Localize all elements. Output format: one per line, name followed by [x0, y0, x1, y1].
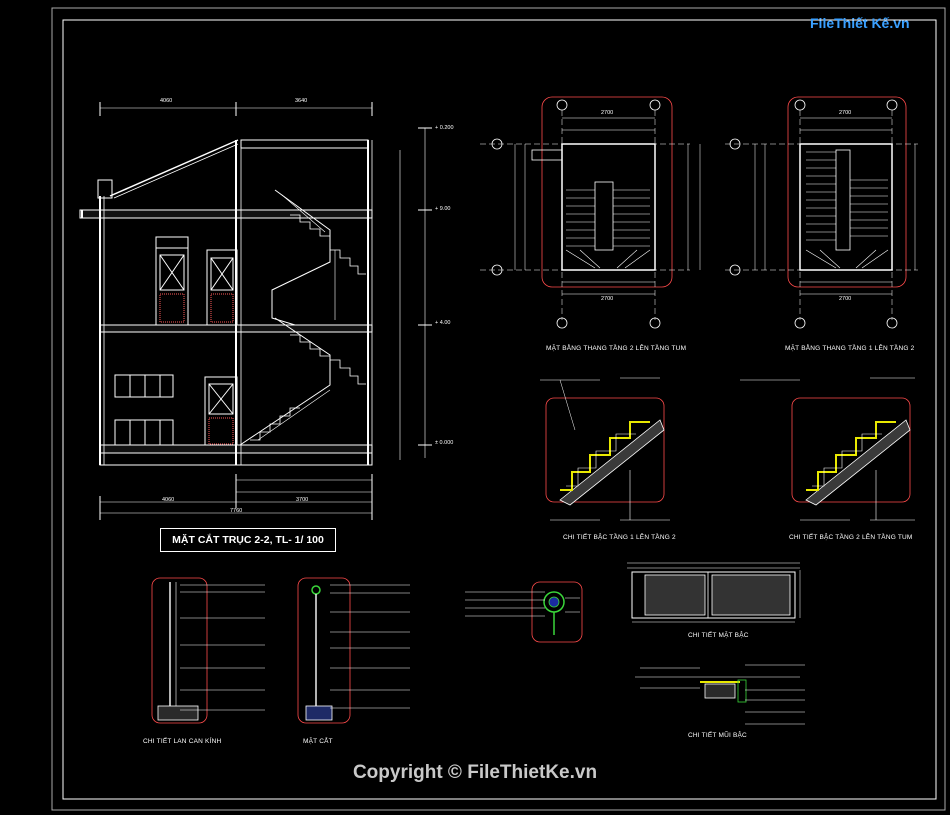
section-overall-dim: 7760: [230, 508, 243, 514]
plan-left-top-dim: 2700: [601, 110, 614, 116]
tread-detail: [627, 562, 801, 623]
plan-right: [725, 96, 918, 329]
section-drawing: [79, 102, 432, 520]
site-logo[interactable]: FileThiết Kế.vn: [810, 13, 922, 43]
plan-left-bottom-dim: 2700: [601, 296, 614, 302]
plan-left-caption: MẶT BẰNG THANG TẦNG 2 LÊN TẦNG TUM: [546, 345, 687, 352]
tread-caption: CHI TIẾT MẶT BẬC: [688, 632, 749, 639]
railing-section-caption: MẶT CẮT: [303, 738, 333, 745]
plan-left: [480, 96, 701, 329]
nosing-caption: CHI TIẾT MŨI BẬC: [688, 732, 747, 739]
handrail-detail: [465, 581, 583, 643]
section-top-dim-2: 3640: [295, 98, 308, 104]
logo-text: FileThiết Kế.vn: [810, 15, 910, 31]
railing-section: [297, 577, 410, 724]
step-right-caption: CHI TIẾT BẬC TẦNG 2 LÊN TẦNG TUM: [789, 534, 913, 541]
copyright-watermark: Copyright © FileThietKe.vn: [352, 762, 598, 783]
section-bottom-dim-1: 4060: [162, 497, 175, 503]
step-detail-right: [740, 377, 915, 521]
railing-detail: [151, 577, 265, 724]
section-bottom-dim-2: 3700: [296, 497, 309, 503]
plan-right-caption: MẶT BẰNG THANG TẦNG 1 LÊN TẦNG 2: [785, 345, 915, 352]
level-marker-ground: ± 0.000: [435, 440, 454, 446]
sheet-border-outer: [51, 7, 946, 811]
level-marker-floor2: + 4.00: [435, 320, 451, 326]
step-left-caption: CHI TIẾT BẬC TẦNG 1 LÊN TẦNG 2: [563, 534, 676, 541]
sheet-border-inner: [62, 19, 937, 800]
nosing-detail: [635, 664, 805, 725]
section-title: MẶT CẮT TRỤC 2-2, TL- 1/ 100: [160, 528, 336, 552]
step-detail-left: [540, 377, 670, 521]
section-top-dim-1: 4060: [160, 98, 173, 104]
plan-right-top-dim: 2700: [839, 110, 852, 116]
level-marker-roof: + 9.00: [435, 206, 451, 212]
level-marker-top: + 0.200: [435, 125, 454, 131]
plan-right-bottom-dim: 2700: [839, 296, 852, 302]
railing-caption: CHI TIẾT LAN CAN KÍNH: [143, 738, 222, 745]
